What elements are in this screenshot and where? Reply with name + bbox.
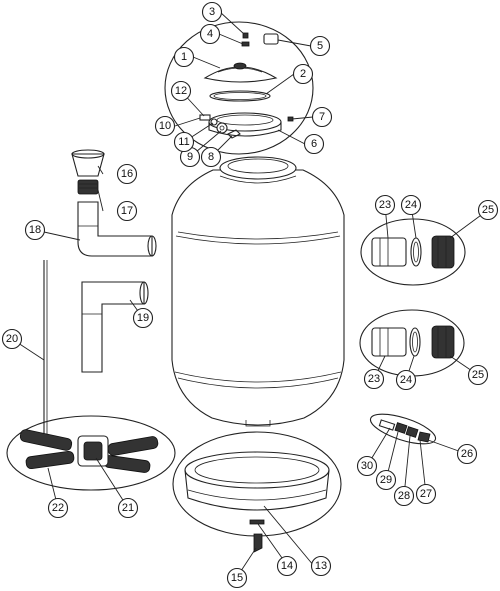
drain-assembly-group <box>369 413 437 445</box>
gauge-cap <box>263 33 279 45</box>
callout: 5 <box>309 35 331 57</box>
callout: 3 <box>201 1 223 23</box>
threaded-adapter <box>77 179 99 195</box>
svg-text:18: 18 <box>29 224 41 236</box>
svg-text:17: 17 <box>121 205 133 217</box>
lateral-arm <box>19 429 73 451</box>
callout: 28 <box>393 485 415 507</box>
svg-text:8: 8 <box>208 151 214 163</box>
callout: 30 <box>356 455 378 477</box>
callout: 15 <box>226 567 248 589</box>
drain-plug-seal <box>249 519 265 525</box>
filter-tank <box>171 156 345 427</box>
sand-funnel <box>71 153 105 177</box>
svg-text:13: 13 <box>315 560 327 572</box>
svg-text:25: 25 <box>472 369 484 381</box>
lower-union-group <box>359 309 465 377</box>
callout: 10 <box>154 115 176 137</box>
svg-text:7: 7 <box>319 111 325 123</box>
callout: 27 <box>415 483 437 505</box>
svg-text:23: 23 <box>379 199 391 211</box>
upper-pipe-elbow <box>77 201 153 257</box>
svg-text:30: 30 <box>361 460 373 472</box>
svg-text:23: 23 <box>368 373 380 385</box>
svg-text:4: 4 <box>207 28 213 40</box>
svg-text:24: 24 <box>400 374 412 386</box>
svg-text:29: 29 <box>380 474 392 486</box>
lateral-detail-bubble <box>6 415 176 491</box>
callout: 18 <box>24 219 46 241</box>
callout: 12 <box>170 80 192 102</box>
callout: 26 <box>456 443 478 465</box>
svg-text:12: 12 <box>175 85 187 97</box>
lid-o-ring <box>209 90 271 102</box>
lateral-assembly-group <box>6 415 176 491</box>
svg-text:21: 21 <box>122 502 134 514</box>
lower-pipe-elbow <box>81 281 145 373</box>
callout: 14 <box>276 555 298 577</box>
lid-detail-bubble <box>164 21 314 155</box>
lid-assembly-group <box>164 21 314 155</box>
svg-text:5: 5 <box>317 40 323 52</box>
callout: 1 <box>173 46 195 68</box>
callout: 2 <box>292 63 314 85</box>
svg-text:6: 6 <box>311 138 317 150</box>
union-nut <box>431 235 455 269</box>
svg-text:14: 14 <box>281 560 293 572</box>
base-group <box>172 431 342 553</box>
svg-text:15: 15 <box>231 572 243 584</box>
callout: 7 <box>311 106 333 128</box>
callout: 4 <box>199 23 221 45</box>
svg-text:28: 28 <box>398 490 410 502</box>
vent-screw <box>242 32 249 39</box>
callout: 22 <box>47 497 69 519</box>
svg-text:20: 20 <box>6 333 18 345</box>
callout: 25 <box>467 364 489 386</box>
callout: 24 <box>395 369 417 391</box>
svg-text:1: 1 <box>181 51 187 63</box>
union-tail <box>371 237 407 267</box>
svg-text:26: 26 <box>461 448 473 460</box>
callout: 25 <box>477 199 499 221</box>
callout: 16 <box>116 163 138 185</box>
callout: 13 <box>310 555 332 577</box>
svg-text:24: 24 <box>405 199 417 211</box>
callout: 23 <box>363 368 385 390</box>
svg-text:22: 22 <box>52 502 64 514</box>
callout: 11 <box>173 131 195 153</box>
callout: 23 <box>374 194 396 216</box>
svg-text:10: 10 <box>159 120 171 132</box>
callout: 17 <box>116 200 138 222</box>
callout: 19 <box>132 307 154 329</box>
callout: 20 <box>1 328 23 350</box>
svg-text:19: 19 <box>137 312 149 324</box>
pipe-elbows-group <box>77 201 157 373</box>
svg-text:25: 25 <box>482 204 494 216</box>
callout: 24 <box>400 194 422 216</box>
svg-text:16: 16 <box>121 168 133 180</box>
drain-plug <box>253 533 263 553</box>
callout: 6 <box>303 133 325 155</box>
upper-union-group <box>360 218 466 286</box>
svg-text:11: 11 <box>178 136 189 148</box>
callout: 29 <box>375 469 397 491</box>
callout: 21 <box>117 497 139 519</box>
funnel-adapter-group <box>71 149 105 195</box>
callout: 8 <box>200 146 222 168</box>
svg-text:9: 9 <box>187 151 193 163</box>
svg-text:3: 3 <box>209 6 215 18</box>
svg-text:2: 2 <box>300 68 306 80</box>
svg-text:27: 27 <box>420 488 432 500</box>
drain-detail-bubble <box>369 413 437 445</box>
